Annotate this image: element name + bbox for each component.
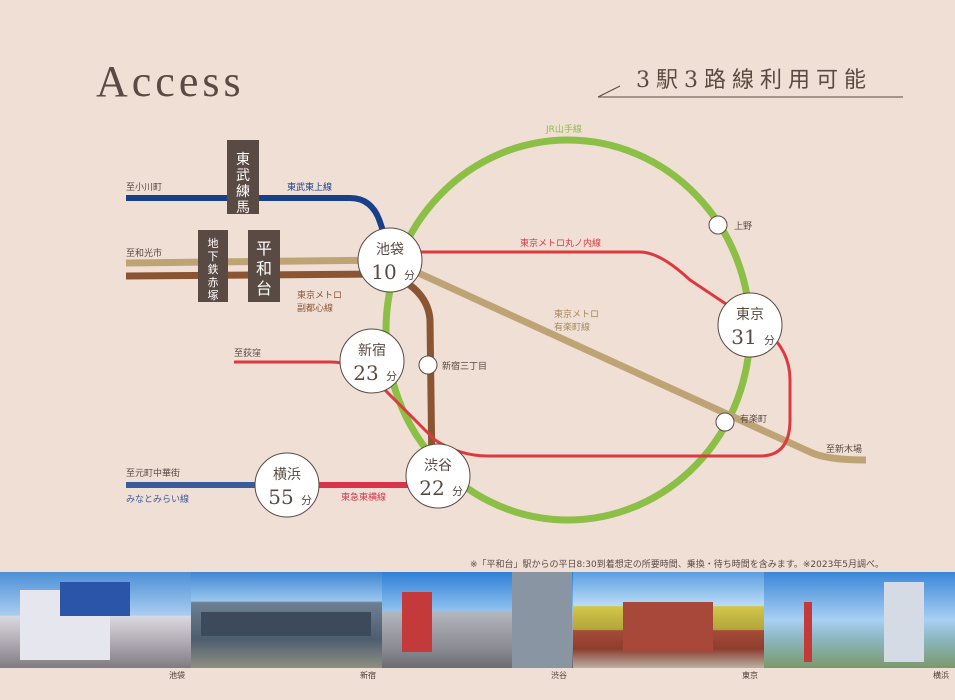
badge-chikatetsu-narimasu: 地 下 鉄 赤 塚 bbox=[198, 230, 228, 302]
minatomirai-label: みなとみらい線 bbox=[126, 493, 189, 505]
station-name: 横浜 bbox=[273, 467, 301, 483]
badge-tobu-nerima: 東 武 練 馬 bbox=[227, 140, 259, 216]
yurakucho-label-1: 東京メトロ bbox=[554, 308, 599, 320]
photo-caption: 新宿 bbox=[360, 671, 376, 680]
page-subtitle: 3駅3路線利用可能 bbox=[636, 68, 872, 93]
badge-char: 練 bbox=[236, 184, 250, 200]
station-shinjuku: 新宿 23 分 bbox=[339, 328, 405, 394]
station-unit: 分 bbox=[386, 370, 397, 383]
badge-char: 平 bbox=[256, 239, 272, 258]
badge-char: 下 bbox=[208, 250, 219, 263]
route-map: JR山手線 至小川町 東武東上線 至和光市 至新木場 東京メトロ 有楽町線 東京… bbox=[125, 85, 903, 524]
station-name: 東京 bbox=[736, 307, 764, 323]
yurakucho-line bbox=[125, 256, 867, 464]
fukutoshin-label-2: 副都心線 bbox=[297, 302, 333, 314]
station-unit: 分 bbox=[452, 485, 463, 498]
tobu-tojo-line bbox=[126, 195, 391, 247]
photo-shinjuku: 新宿 bbox=[191, 572, 382, 682]
station-unit: 分 bbox=[764, 334, 775, 347]
badge-char: 鉄 bbox=[208, 262, 219, 276]
destination-wakoshi: 至和光市 bbox=[126, 247, 162, 259]
station-unit: 分 bbox=[404, 269, 415, 282]
photo-shibuya: 渋谷 bbox=[382, 572, 573, 682]
destination-ogikubo: 至荻窪 bbox=[234, 347, 261, 359]
badge-char: 東 bbox=[236, 152, 250, 168]
subtitle-underline bbox=[597, 85, 903, 98]
station-ueno-label: 上野 bbox=[734, 221, 752, 232]
station-name: 渋谷 bbox=[424, 458, 452, 474]
toyoko-label: 東急東横線 bbox=[341, 491, 386, 503]
yurakucho-label-2: 有楽町線 bbox=[554, 321, 590, 333]
yamanote-label: JR山手線 bbox=[545, 123, 582, 135]
station-yurakucho bbox=[715, 412, 735, 432]
photo-tokyo: 東京 bbox=[573, 572, 764, 682]
station-shibuya: 渋谷 22 分 bbox=[405, 443, 471, 509]
badge-char: 赤 bbox=[208, 276, 219, 289]
station-shinjuku-sanchome bbox=[418, 355, 438, 375]
station-unit: 分 bbox=[301, 494, 312, 507]
marunouchi-line bbox=[234, 250, 792, 458]
page-title: Access bbox=[96, 57, 245, 106]
badge-char: 台 bbox=[256, 279, 272, 298]
station-minutes: 55 bbox=[268, 485, 293, 509]
station-yurakucho-label: 有楽町 bbox=[740, 413, 767, 425]
tobu-tojo-label: 東武東上線 bbox=[287, 181, 332, 193]
photo-caption: 東京 bbox=[742, 671, 758, 680]
photo-ikebukuro: 池袋 bbox=[0, 572, 191, 682]
station-ikebukuro: 池袋 10 分 bbox=[357, 227, 423, 293]
marunouchi-label: 東京メトロ丸ノ内線 bbox=[520, 237, 601, 249]
station-name: 池袋 bbox=[376, 242, 404, 258]
station-tokyo: 東京 31 分 bbox=[717, 292, 783, 358]
photo-caption: 渋谷 bbox=[551, 671, 567, 680]
station-minutes: 31 bbox=[731, 325, 756, 349]
badge-char: 馬 bbox=[236, 200, 250, 216]
badge-char: 和 bbox=[256, 259, 272, 278]
destination-shinkiba: 至新木場 bbox=[826, 443, 862, 455]
photo-strip: 池袋 新宿 渋谷 東京 横浜 bbox=[0, 572, 955, 682]
badge-char: 塚 bbox=[208, 289, 219, 302]
fukutoshin-label-1: 東京メトロ bbox=[297, 289, 342, 301]
badge-char: 武 bbox=[236, 168, 250, 184]
station-yokohama: 横浜 55 分 bbox=[254, 452, 320, 518]
photo-caption: 池袋 bbox=[169, 671, 185, 680]
photo-caption: 横浜 bbox=[933, 671, 949, 680]
destination-ogawamachi: 至小川町 bbox=[126, 182, 162, 193]
station-minutes: 10 bbox=[371, 260, 396, 284]
photo-yokohama: 横浜 bbox=[764, 572, 955, 682]
station-shinjuku-sanchome-label: 新宿三丁目 bbox=[442, 360, 487, 372]
station-minutes: 23 bbox=[353, 361, 378, 385]
footnote: ※「平和台」駅からの平日8:30到着想定の所要時間、乗換・待ち時間を含みます。※… bbox=[470, 560, 885, 570]
station-ueno bbox=[708, 215, 728, 235]
station-minutes: 22 bbox=[419, 476, 444, 500]
badge-char: 地 bbox=[208, 237, 219, 250]
badge-heiwadai: 平 和 台 bbox=[248, 230, 280, 302]
station-name: 新宿 bbox=[358, 342, 386, 359]
destination-motomachi: 至元町中華街 bbox=[126, 467, 180, 479]
